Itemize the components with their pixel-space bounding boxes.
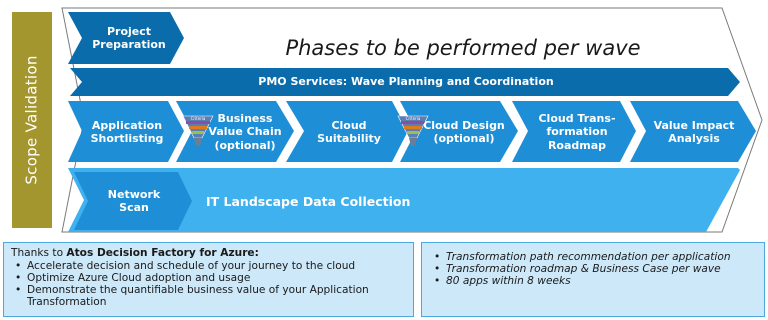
list-item: Optimize Azure Cloud adoption and usage — [11, 272, 406, 284]
funnel-label: Criteria — [406, 116, 421, 121]
phases-title: Phases to be performed per wave — [285, 36, 641, 60]
funnel-criteria-icon: Criteria — [182, 115, 214, 146]
phase-label-business-value-chain: Business Value Chain (optional) — [208, 112, 282, 152]
list-item: Demonstrate the quantifiable business va… — [11, 284, 406, 308]
benefits-brand: Atos Decision Factory for Azure: — [66, 247, 259, 259]
funnel-criteria-icon: Criteria — [397, 115, 429, 146]
pmo-services-label: PMO Services: Wave Planning and Coordina… — [258, 75, 554, 89]
list-item: Accelerate decision and schedule of your… — [11, 260, 406, 272]
benefits-heading: Thanks to Atos Decision Factory for Azur… — [11, 247, 406, 259]
benefits-intro: Thanks to — [11, 247, 67, 259]
scope-validation-bar — [12, 12, 52, 228]
funnel-label: Criteria — [191, 116, 206, 121]
benefits-list: Accelerate decision and schedule of your… — [11, 260, 406, 308]
project-preparation-label: Project Preparation — [92, 24, 166, 51]
phase-label-application-shortlisting: Application Shortlisting — [90, 118, 164, 145]
project-preparation-chevron — [68, 12, 184, 64]
phase-chevron-cloud-design — [400, 101, 518, 162]
pmo-services-bar — [70, 68, 740, 96]
list-item: Transformation roadmap & Business Case p… — [430, 263, 756, 275]
network-scan-label: Network Scan — [107, 187, 161, 214]
list-item: 80 apps within 8 weeks — [430, 275, 756, 287]
benefits-box: Thanks to Atos Decision Factory for Azur… — [3, 242, 414, 317]
outcomes-box: Transformation path recommendation per a… — [421, 242, 765, 317]
phase-chevron-application-shortlisting — [68, 101, 184, 162]
phase-chevron-cloud-suitability — [286, 101, 408, 162]
phase-chevron-cloud-transformation-roadmap — [512, 101, 636, 162]
phase-chevron-value-impact-analysis — [630, 101, 756, 162]
phase-label-cloud-suitability: Cloud Suitability — [317, 118, 381, 145]
it-landscape-wedge — [68, 168, 740, 232]
network-scan-chevron — [74, 172, 192, 230]
phase-label-value-impact-analysis: Value Impact Analysis — [653, 118, 735, 145]
outcomes-list: Transformation path recommendation per a… — [430, 251, 756, 287]
scope-validation-text: Scope Validation — [23, 55, 41, 185]
list-item: Transformation path recommendation per a… — [430, 251, 756, 263]
scope-validation-label: Scope Validation — [12, 12, 52, 228]
it-landscape-label: IT Landscape Data Collection — [206, 193, 411, 209]
phase-label-cloud-transformation-roadmap: Cloud Trans- formation Roadmap — [538, 112, 616, 152]
phase-label-cloud-design: Cloud Design (optional) — [423, 118, 505, 145]
